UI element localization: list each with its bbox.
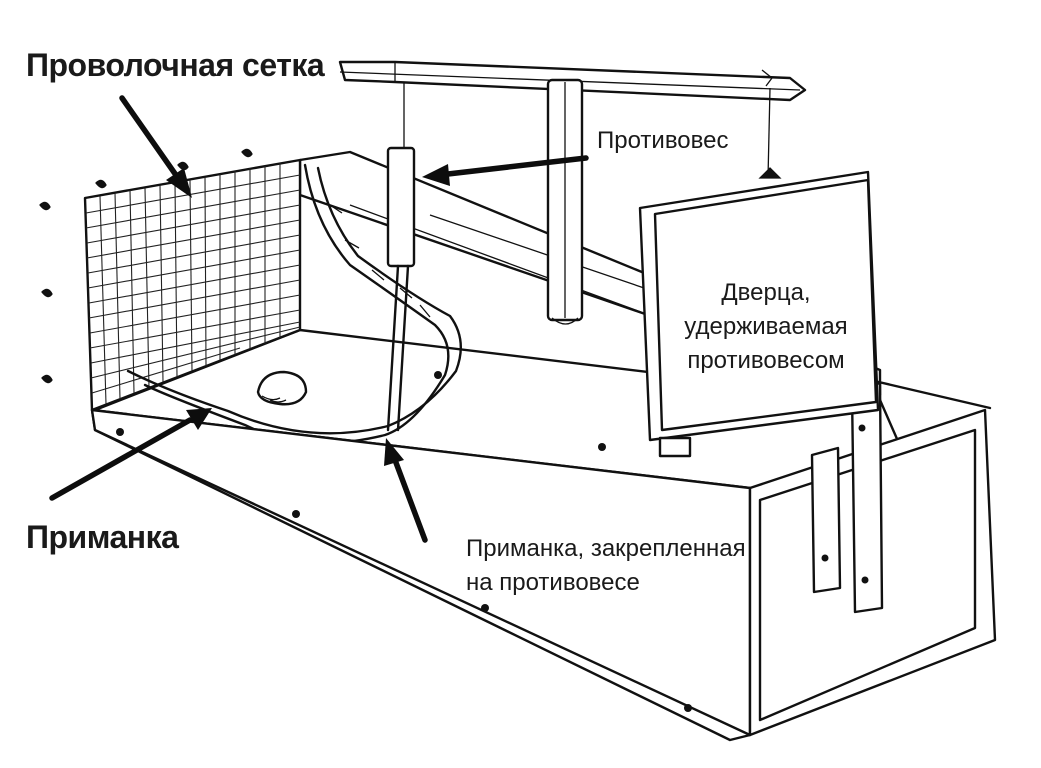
arrow-bait xyxy=(49,408,212,501)
label-door-line1: Дверца, xyxy=(721,279,810,306)
label-bait-on-counterweight-line1: Приманка, закрепленная xyxy=(466,535,746,562)
label-bait-on-counterweight-line2: на противовесе xyxy=(466,569,640,596)
label-door-line2: удерживаемая xyxy=(684,313,847,340)
label-counterweight: Противовес xyxy=(597,127,728,154)
arrow-wire-mesh xyxy=(119,95,192,198)
label-bait: Приманка xyxy=(26,519,179,555)
label-wire-mesh: Проволочная сетка xyxy=(26,47,325,83)
bait-object xyxy=(256,370,308,406)
bait-strap xyxy=(126,163,462,445)
arrow-counterweight xyxy=(422,155,589,186)
mesh-clips xyxy=(39,148,253,384)
arrow-bait-on-counterweight xyxy=(384,438,428,543)
box-front-wall xyxy=(90,371,752,742)
label-door-line3: противовесом xyxy=(687,347,844,374)
center-post xyxy=(546,78,584,325)
box-right-end xyxy=(748,378,997,737)
trap-door xyxy=(638,87,880,458)
wire-mesh-panel xyxy=(83,158,302,412)
counterweight xyxy=(386,82,416,432)
